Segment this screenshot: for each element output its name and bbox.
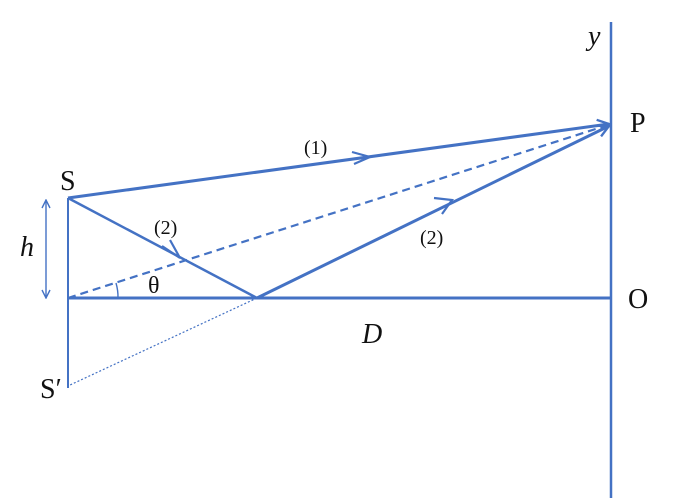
reflected-ray-2-outgoing-arrow xyxy=(433,196,454,215)
image-source-line xyxy=(69,297,258,386)
label-axis-y: y xyxy=(585,21,601,52)
label-path-1: (1) xyxy=(304,137,327,159)
label-angle-theta: θ xyxy=(148,273,160,299)
label-path-2-incoming: (2) xyxy=(154,217,177,239)
direct-ray-1-mid-arrow xyxy=(351,150,374,166)
label-path-2-outgoing: (2) xyxy=(420,227,443,249)
label-point-p: P xyxy=(630,108,646,139)
angle-arc xyxy=(115,282,119,299)
direct-ray-1 xyxy=(67,124,609,200)
label-distance-d: D xyxy=(361,319,382,350)
label-origin-o: O xyxy=(628,284,648,315)
label-height-h: h xyxy=(20,232,34,263)
reflected-ray-2-outgoing xyxy=(256,124,609,300)
label-source-s: S xyxy=(60,166,76,197)
reflected-ray-2-incoming-arrow xyxy=(161,239,181,259)
dashed-line-to-p xyxy=(67,124,606,300)
label-image-source-s-prime: S′ xyxy=(40,374,62,405)
reflected-ray-2-incoming xyxy=(67,196,258,300)
